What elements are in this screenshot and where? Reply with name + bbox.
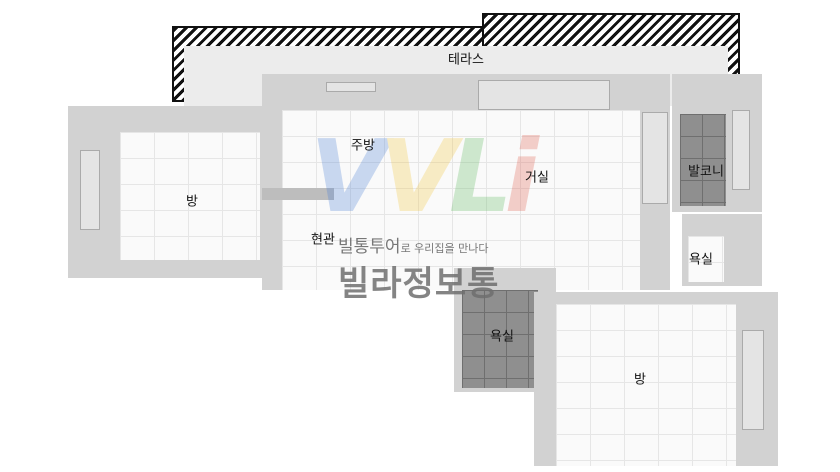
window: [478, 80, 610, 110]
window: [326, 82, 376, 92]
window: [642, 112, 668, 204]
label-room-left: 방: [186, 194, 198, 210]
watermark-tagline: 빌통투어로 우리집을 만나다: [338, 232, 489, 257]
logo-watermark: VVLi: [310, 118, 539, 235]
entrance-wall: [262, 188, 334, 200]
watermark-brand: 빌라정보통: [338, 264, 500, 304]
room-br-floor: [556, 304, 736, 466]
label-room-bottom-right: 방: [634, 372, 646, 388]
label-balcony: 발코니: [688, 164, 724, 180]
room-left-floor: [120, 132, 260, 260]
window: [732, 110, 750, 190]
window: [80, 150, 100, 230]
label-bath-center: 욕실: [490, 329, 514, 345]
label-terrace: 테라스: [448, 52, 484, 68]
window: [742, 330, 764, 430]
label-entrance: 현관: [311, 232, 335, 248]
bath-right-floor: [688, 236, 724, 282]
tagline-brand: 빌통투어: [338, 237, 401, 257]
tagline-rest: 로 우리집을 만나다: [400, 242, 489, 255]
label-living: 거실: [525, 170, 549, 186]
bath-center-floor: [462, 290, 538, 388]
label-kitchen: 주방: [351, 138, 375, 154]
label-bath-right: 욕실: [689, 252, 713, 268]
living-floor: [282, 110, 640, 290]
balcony-floor: [680, 114, 726, 206]
